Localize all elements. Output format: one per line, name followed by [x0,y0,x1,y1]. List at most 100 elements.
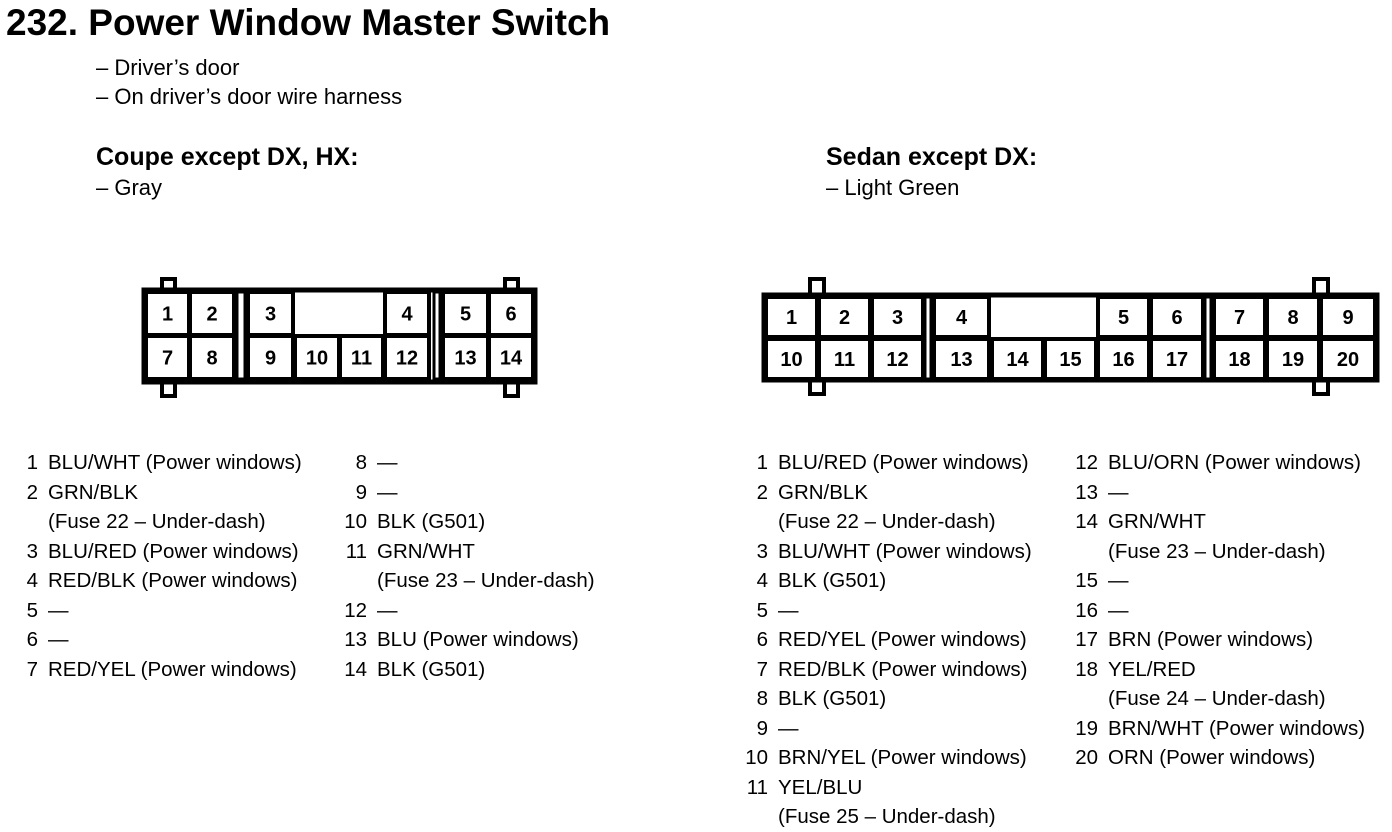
pin-entry: 9— [744,714,1032,744]
coupe-cavity [188,290,236,337]
pin-number: 7 [756,657,768,681]
pin-description: GRN/BLK(Fuse 22 – Under-dash) [48,478,266,537]
sedan-cavity-number: 3 [892,307,903,329]
pin-entry: 9— [343,478,595,508]
pin-wire-text: BLU/WHT (Power windows) [778,539,1032,563]
coupe-cavity [246,334,295,381]
coupe-cavity-number: 12 [396,348,418,370]
sedan-cavity-number: 4 [956,307,968,329]
pin-number: 7 [26,657,38,681]
pin-wire-text: BLU (Power windows) [377,628,579,651]
pin-wire-text: — [778,598,799,622]
sedan-cavity-number: 10 [780,349,802,371]
pin-number: 5 [26,598,38,622]
pin-number: 8 [756,687,768,710]
coupe-cavity-number: 3 [265,304,276,326]
pin-description: BLK (G501) [778,684,886,714]
coupe-cavity [188,334,236,381]
sedan-heading: Sedan except DX: [826,143,1038,171]
pin-wire-text: BLU/ORN (Power windows) [1108,451,1361,474]
pin-number: 4 [26,569,38,592]
pin-entry: 6— [24,625,302,655]
pin-description: — [377,478,398,508]
pin-wire-text: BRN/YEL (Power windows) [778,746,1027,769]
pin-number: 1 [26,451,38,474]
pin-wire-text: GRN/WHT [377,539,475,563]
pin-fuse-text: (Fuse 23 – Under-dash) [1108,539,1326,563]
pin-description: BRN/WHT (Power windows) [1108,714,1365,744]
pin-wire-text: — [48,628,69,651]
pin-description: — [377,596,398,626]
pin-fuse-text: (Fuse 22 – Under-dash) [778,510,996,533]
coupe-cavity-number: 4 [401,304,413,326]
coupe-cavity-number: 7 [162,348,173,370]
pin-number: 3 [26,539,38,563]
sedan-cavity-number: 7 [1234,307,1245,329]
pin-description: YEL/RED(Fuse 24 – Under-dash) [1108,655,1326,714]
pin-wire-text: BLK (G501) [778,569,887,592]
pin-number: 5 [756,598,768,622]
pin-wire-text: — [1108,569,1129,592]
page-title: 232. Power Window Master Switch [6,2,611,43]
pin-entry: 15 — [1074,566,1365,596]
sedan-cavity [870,337,925,381]
coupe-cavity-number: 2 [206,304,217,326]
sedan-cavity [990,337,1045,381]
sedan-cavity [1149,295,1205,339]
pin-description: ORN (Power windows) [1108,743,1315,773]
pin-description: — [48,596,69,626]
pin-fuse-text: (Fuse 22 – Under-dash) [48,510,266,533]
pin-description: RED/BLK (Power windows) [778,655,1028,685]
pin-wire-text: ORN (Power windows) [1108,746,1316,769]
pin-wire-text: BLU/RED (Power windows) [48,539,299,563]
coupe-group-divider [235,290,247,381]
coupe-heading: Coupe except DX, HX: [96,143,359,171]
pin-number: 15 [1075,569,1098,592]
pin-entry: 8— [343,448,595,478]
coupe-cavity-number: 10 [306,348,328,370]
pin-wire-text: BRN (Power windows) [1108,628,1314,651]
pin-wire-text: — [377,598,398,622]
pin-number: 9 [355,480,367,504]
coupe-cavity-number: 14 [500,348,523,370]
sedan-cavity [932,295,991,339]
pin-number: 11 [345,539,367,563]
coupe-cavity-number: 13 [454,348,476,370]
pin-fuse-text: (Fuse 24 – Under-dash) [1108,687,1326,710]
sedan-cavity-number: 19 [1282,349,1304,371]
coupe-cavity [383,334,431,381]
pin-number: 2 [26,480,38,504]
coupe-cavity [293,334,341,381]
pin-wire-text: — [48,598,69,622]
sedan-group-divider [1203,295,1213,381]
sedan-cavity-number: 12 [886,349,908,371]
coupe-cavity-number: 6 [505,304,516,326]
pin-number: 12 [1075,451,1098,474]
pin-description: — [1108,566,1129,596]
pin-number: 20 [1075,746,1098,769]
pin-number: 6 [26,628,38,651]
sedan-cavity-number: 13 [950,349,972,371]
pin-wire-text: — [778,716,799,740]
coupe-cavity-number: 1 [162,304,173,326]
pin-description: — [48,625,69,655]
sedan-cavity-number: 16 [1112,349,1134,371]
pin-number: 2 [756,480,768,504]
pin-number: 1 [756,451,768,474]
coupe-cavity-number: 9 [265,348,276,370]
sedan-cavity-number: 14 [1006,349,1029,371]
